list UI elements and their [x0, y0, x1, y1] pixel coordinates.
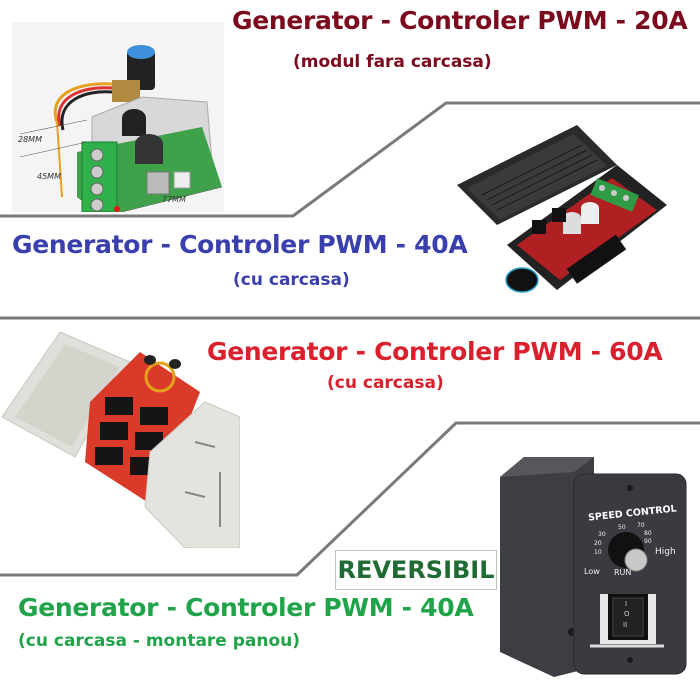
- section-subtitle-40a-panel: (cu carcasa - montare panou): [18, 631, 301, 651]
- section-subtitle-60a: (cu carcasa): [327, 373, 444, 393]
- run-label: RUN: [614, 568, 632, 577]
- divider-1: [0, 101, 700, 218]
- scale-label-30: 30: [598, 531, 606, 538]
- product-photo-40a-black-case: [452, 120, 674, 312]
- section-title-40a-panel: Generator - Controler PWM - 40A: [18, 593, 474, 622]
- scale-label-50: 50: [618, 524, 626, 531]
- dimension-label-height: 28MM: [18, 135, 42, 144]
- section-subtitle-40a-case: (cu carcasa): [233, 270, 350, 290]
- scale-label-10: 10: [594, 549, 602, 556]
- section-title-20a: Generator - Controler PWM - 20A: [232, 6, 688, 35]
- scale-label-20: 20: [594, 540, 602, 547]
- product-photo-60a-grey-case: [0, 322, 240, 548]
- switch-mark-ii: II: [623, 621, 628, 629]
- switch-mark-o: O: [624, 610, 630, 618]
- product-photo-40a-panel-mount: SPEED CONTROL 10 20 30 50 70 80 90 Low H…: [494, 452, 690, 682]
- switch-mark-i: I: [625, 600, 628, 608]
- divider-3: [0, 421, 700, 577]
- product-photo-20a-module: 28MM 45MM 77MM: [12, 22, 224, 212]
- speed-high-label: High: [655, 547, 676, 557]
- reversible-badge: REVERSIBIL: [335, 550, 497, 590]
- scale-label-70: 70: [637, 522, 645, 529]
- section-subtitle-20a: (modul fara carcasa): [293, 52, 492, 72]
- scale-label-80: 80: [644, 530, 652, 537]
- section-title-40a-case: Generator - Controler PWM - 40A: [12, 230, 468, 259]
- speed-low-label: Low: [584, 567, 600, 576]
- dimension-label-length: 77MM: [162, 195, 186, 204]
- scale-label-90: 90: [644, 538, 652, 545]
- dimension-label-width: 45MM: [37, 172, 61, 181]
- section-title-60a: Generator - Controler PWM - 60A: [207, 337, 663, 366]
- reversible-badge-label: REVERSIBIL: [337, 556, 495, 584]
